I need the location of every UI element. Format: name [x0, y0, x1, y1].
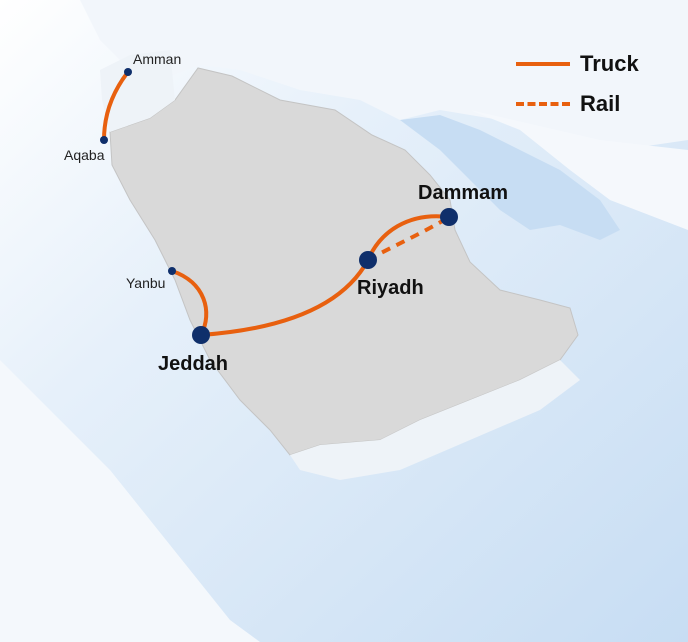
- land-yemen: [290, 360, 580, 480]
- land-africa: [0, 0, 260, 642]
- legend-label-rail: Rail: [580, 91, 621, 116]
- route-truck-riyadh-dammam: [366, 214, 451, 262]
- legend-item-rail: Rail: [516, 84, 676, 124]
- city-label-dammam: Dammam: [418, 182, 508, 204]
- legend-label-truck: Truck: [580, 51, 639, 76]
- land-north: [80, 0, 688, 150]
- legend-item-truck: Truck: [516, 44, 676, 84]
- city-label-riyadh: Riyadh: [357, 277, 424, 299]
- route-truck-jeddah-riyadh: [199, 258, 370, 337]
- city-dot-amman: [124, 68, 132, 76]
- city-label-aqaba: Aqaba: [64, 147, 105, 163]
- city-dot-dammam: [440, 208, 458, 226]
- city-label-yanbu: Yanbu: [126, 275, 165, 291]
- city-dot-jeddah: [192, 326, 210, 344]
- city-dot-yanbu: [168, 267, 176, 275]
- truck-line-swatch: [516, 62, 570, 66]
- land-jordan: [100, 50, 175, 132]
- land-iran: [470, 110, 688, 230]
- city-dot-riyadh: [359, 251, 377, 269]
- city-label-jeddah: Jeddah: [158, 353, 228, 375]
- route-truck-amman-aqaba: [102, 70, 130, 142]
- rail-dashed-line-swatch: [516, 102, 570, 106]
- city-label-amman: Amman: [133, 51, 181, 67]
- legend: Truck Rail: [516, 44, 676, 124]
- gulf-water: [400, 115, 620, 240]
- city-dot-aqaba: [100, 136, 108, 144]
